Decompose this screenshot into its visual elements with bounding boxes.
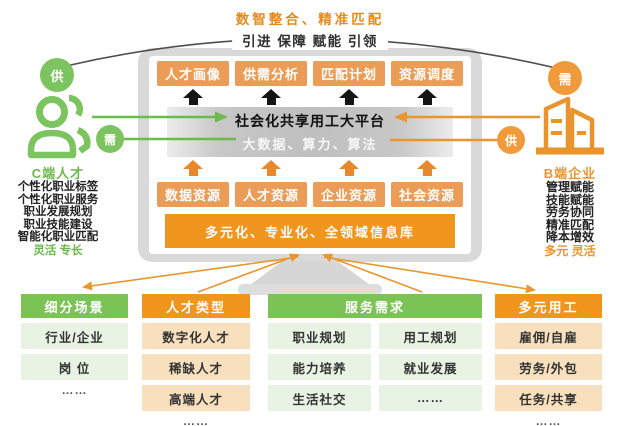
module-chip-resource-scheduling: 资源调度 <box>391 61 463 86</box>
group-service-cell: 生活社交 <box>268 385 371 411</box>
orange-up-arrow <box>157 160 229 177</box>
group-service-demand-grid: 职业规划 用工规划 能力培养 就业发展 生活社交 …… <box>268 323 482 411</box>
orange-up-arrow <box>391 160 463 177</box>
group-scene-more: …… <box>61 383 88 397</box>
group-scene: 细分场景 行业/企业 岗 位 …… <box>21 294 128 397</box>
orange-arrows-row <box>157 160 463 177</box>
platform-title: 社会化共享用工大平台 <box>235 113 385 129</box>
group-multi-employment-more: …… <box>535 414 562 426</box>
group-service-demand-header: 服务需求 <box>268 294 482 318</box>
black-up-arrow <box>157 89 229 105</box>
group-multi-employment-cell: 雇佣/自雇 <box>495 323 602 349</box>
b-end-tagline: 多元 灵活 <box>544 243 596 258</box>
demand-badge-left: 需 <box>96 125 124 153</box>
black-up-arrow <box>313 89 385 105</box>
black-up-arrow <box>235 89 307 105</box>
group-service-cell: …… <box>379 385 482 411</box>
group-service-cell: 能力培养 <box>268 354 371 380</box>
group-multi-employment-cell: 任务/共享 <box>495 385 602 411</box>
group-multi-employment-cell: 劳务/外包 <box>495 354 602 380</box>
group-service-cell: 用工规划 <box>379 323 482 349</box>
group-service-demand: 服务需求 职业规划 用工规划 能力培养 就业发展 生活社交 …… <box>268 294 482 411</box>
b-end-item: 劳务协同 <box>545 205 594 220</box>
black-up-arrow <box>391 89 463 105</box>
c-end-label: C端人才 <box>31 166 85 181</box>
group-talent-type-header: 人才类型 <box>142 294 250 318</box>
supply-badge-left: 供 <box>40 58 74 92</box>
resource-chip-enterprise: 企业资源 <box>313 182 385 207</box>
group-service-cell: 就业发展 <box>379 354 482 380</box>
monitor-screen: 人才画像 供需分析 匹配计划 资源调度 社会化共享用工大平台 大数据、算力、算法 <box>149 56 471 254</box>
monitor-stand-base <box>238 284 382 295</box>
c-end-item: 职业技能建设 <box>23 218 93 231</box>
monitor-frame: 人才画像 供需分析 匹配计划 资源调度 社会化共享用工大平台 大数据、算力、算法 <box>138 48 482 262</box>
orange-up-arrow <box>313 160 385 177</box>
c-end-feature-list: 个性化职业标签 个性化职业服务 职业发展规划 职业技能建设 智能化职业匹配 灵活… <box>0 181 116 258</box>
black-arrows-row <box>157 89 463 105</box>
group-talent-type-cell: 数字化人才 <box>142 323 250 349</box>
infobase-bar: 多元化、专业化、全领域信息库 <box>165 214 455 248</box>
resource-chip-data: 数据资源 <box>157 182 229 207</box>
b-end-label: B端企业 <box>543 166 597 181</box>
group-scene-cell: 行业/企业 <box>21 323 128 349</box>
building-icon <box>530 94 610 161</box>
c-end-tagline: 灵活 专长 <box>33 244 83 257</box>
resource-modules-row: 数据资源 人才资源 企业资源 社会资源 <box>157 182 463 207</box>
resource-chip-social: 社会资源 <box>391 182 463 207</box>
c-end-item: 职业发展规划 <box>23 206 93 219</box>
supply-badge-right: 供 <box>497 126 525 154</box>
group-multi-employment: 多元用工 雇佣/自雇 劳务/外包 任务/共享 …… <box>495 294 602 426</box>
group-talent-type-cell: 稀缺人才 <box>142 354 250 380</box>
resource-chip-talent: 人才资源 <box>235 182 307 207</box>
b-end-item: 精准匹配 <box>545 217 594 232</box>
b-end-item: 管理赋能 <box>545 180 594 194</box>
b-end-item: 技能赋能 <box>545 192 594 207</box>
top-modules-row: 人才画像 供需分析 匹配计划 资源调度 <box>157 61 463 86</box>
group-talent-type: 人才类型 数字化人才 稀缺人才 高端人才 …… <box>142 294 250 426</box>
banner-text: 引进 保障 赋能 引领 <box>232 30 388 50</box>
c-end-item: 智能化职业匹配 <box>17 231 99 244</box>
c-end-item: 个性化职业标签 <box>17 181 99 193</box>
group-talent-type-cell: 高端人才 <box>142 385 250 411</box>
group-scene-header: 细分场景 <box>21 294 128 318</box>
monitor-stand-neck <box>250 261 370 285</box>
c-end-item: 个性化职业服务 <box>17 193 99 206</box>
module-chip-talent-portrait: 人才画像 <box>157 61 229 86</box>
demand-badge-right: 需 <box>548 61 582 95</box>
b-end-feature-list: 管理赋能 技能赋能 劳务协同 精准匹配 降本增效 多元 灵活 <box>512 181 620 258</box>
b-end-item: 降本增效 <box>545 230 594 245</box>
module-chip-matching-plan: 匹配计划 <box>313 61 385 86</box>
group-talent-type-more: …… <box>183 414 209 426</box>
orange-up-arrow <box>235 160 307 177</box>
group-scene-cell: 岗 位 <box>21 354 128 380</box>
diagram-slogan: 数智整合、精准匹配 <box>235 12 385 27</box>
platform-bar: 社会化共享用工大平台 大数据、算力、算法 <box>167 107 453 157</box>
platform-subtitle: 大数据、算力、算法 <box>242 137 378 152</box>
group-service-cell: 职业规划 <box>268 323 371 349</box>
module-chip-supply-demand-analysis: 供需分析 <box>235 61 307 86</box>
group-multi-employment-header: 多元用工 <box>495 294 602 318</box>
people-icon <box>22 92 94 169</box>
